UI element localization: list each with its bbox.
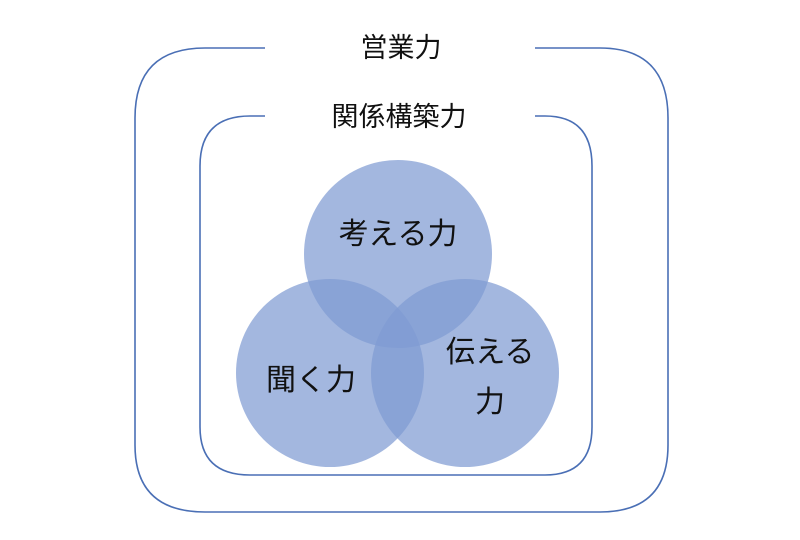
circle-convey-label-line1: 伝える — [445, 335, 534, 370]
circle-listen — [236, 279, 424, 467]
inner-frame — [199, 115, 593, 476]
outer-frame-title: 営業力 — [361, 33, 442, 64]
circle-convey-label-line2: 力 — [475, 385, 505, 420]
circle-listen-label: 聞く力 — [266, 363, 356, 398]
circle-think-label: 考える力 — [338, 217, 457, 252]
outer-frame — [134, 47, 669, 513]
circle-convey — [371, 279, 559, 467]
inner-frame-title: 関係構築力 — [332, 102, 467, 133]
